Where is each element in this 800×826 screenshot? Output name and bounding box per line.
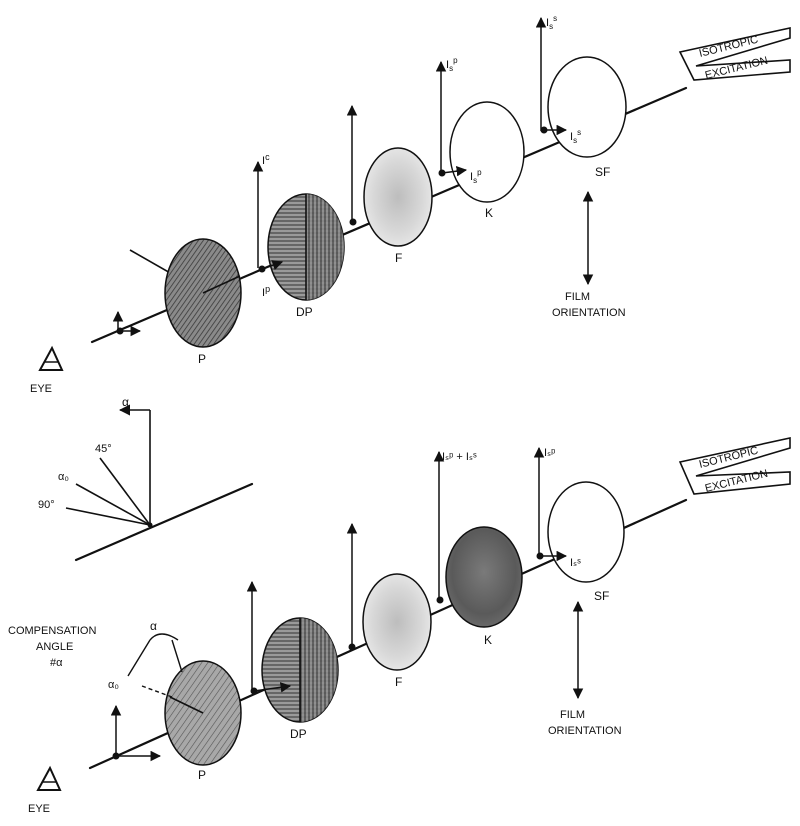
angle-alpha0: α₀ [58,471,69,483]
top-label-I-SF-horiz: Iss [570,128,581,145]
bottom-label-P: P [198,768,206,782]
bottom-assembly: ISOTROPIC EXCITATION P DP F K SF Iₛᵖ + I… [8,437,791,815]
top-excitation-flag: ISOTROPIC EXCITATION [678,27,791,82]
top-eye-icon [38,345,64,371]
top-label-I-K: Isp [446,56,458,73]
top-label-DP: DP [296,305,313,319]
top-crystal-K [449,101,525,203]
angle-baseline [74,482,254,562]
angle-sketch: α 45° α₀ 90° [38,395,254,562]
bottom-label-DP: DP [290,727,307,741]
top-label-P: P [198,352,206,366]
top-film-line1: FILM [565,291,590,303]
bottom-eye-icon [36,765,62,791]
compensation-line2: ANGLE [36,641,73,653]
bottom-filter-F [362,573,432,671]
bottom-crystal-K [445,526,523,628]
angle-45: 45° [95,443,112,455]
top-label-SF: SF [595,165,610,179]
bottom-excitation-flag: ISOTROPIC EXCITATION [678,437,791,495]
top-label-Ic: Ic [262,152,270,167]
top-label-I-SF: Iss [546,14,557,31]
bottom-label-Is2: Iₛˢ [570,557,581,569]
bottom-label-Isum: Iₛᵖ + Iₛˢ [442,451,477,463]
top-sample-SF [547,56,627,158]
bottom-film-line2: ORIENTATION [548,725,622,737]
bottom-film-line1: FILM [560,709,585,721]
top-depolarizer-DP [267,193,345,301]
bottom-excitation-line2: EXCITATION [704,468,769,495]
angle-90: 90° [38,499,55,511]
top-label-F: F [395,251,402,265]
top-label-Ip: Ip [262,284,270,299]
bottom-label-Is: Iₛᵖ [544,447,555,459]
top-filter-F [363,147,433,247]
compensation-line3: #α [50,657,63,669]
top-label-K: K [485,206,493,220]
bottom-label-F: F [395,675,402,689]
angle-alpha: α [122,395,129,409]
bottom-label-SF: SF [594,589,609,603]
bottom-label-K: K [484,633,492,647]
compensation-alpha: α [150,619,157,633]
top-film-line2: ORIENTATION [552,307,626,319]
compensation-line1: COMPENSATION [8,625,96,637]
top-assembly: ISOTROPIC EXCITATION P DP F K SF Ic Ip I… [30,14,791,395]
top-label-I-K-horiz: Isp [470,168,482,185]
top-eye-label: EYE [30,383,52,395]
compensation-alpha0: α₀ [108,679,119,691]
bottom-depolarizer-DP [261,617,339,723]
bottom-sample-SF [547,481,625,583]
bottom-eye-label: EYE [28,803,50,815]
